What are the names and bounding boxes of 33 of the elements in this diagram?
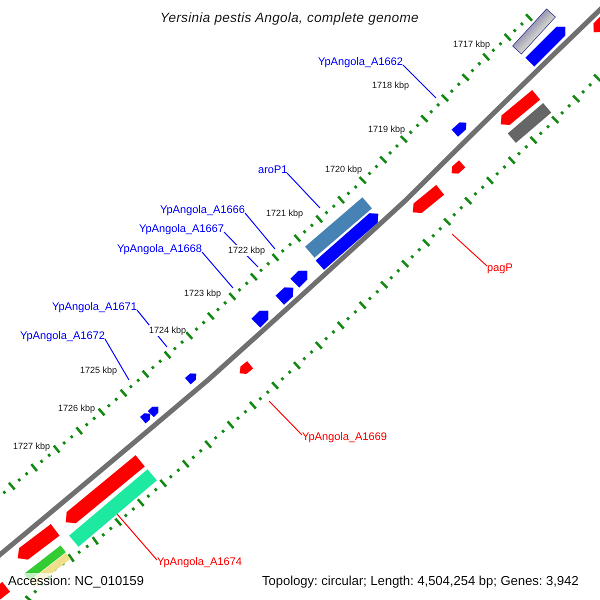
- tick-label: 1727 kbp: [13, 441, 50, 452]
- gene-label: YpAngola_A1671: [52, 301, 137, 313]
- gene-label: YpAngola_A1668: [117, 243, 202, 255]
- leader-line: [244, 212, 276, 250]
- leader-line: [402, 64, 436, 98]
- leader-line: [268, 400, 302, 436]
- tick-label: 1717 kbp: [453, 39, 490, 50]
- tick-label: 1725 kbp: [80, 365, 118, 376]
- gene-label: YpAngola_A1662: [318, 56, 403, 68]
- tick-label: 1724 kbp: [149, 325, 186, 336]
- tick-label: 1721 kbp: [266, 208, 304, 219]
- leader-line: [116, 514, 158, 560]
- tick-label: 1719 kbp: [368, 124, 406, 135]
- gene-label: YpAngola_A1666: [160, 204, 245, 216]
- title: Yersinia pestis Angola, complete genome: [160, 9, 419, 26]
- tick-label: 1722 kbp: [228, 245, 266, 256]
- gene-label: YpAngola_A1672: [20, 330, 105, 342]
- leader-line: [452, 234, 488, 266]
- gene-label: aroP1: [258, 164, 288, 176]
- gene-label: YpAngola_A1674: [157, 556, 242, 568]
- leader-line: [202, 252, 234, 288]
- tick-label: 1723 kbp: [184, 288, 222, 299]
- gene-label: pagP: [487, 262, 513, 274]
- leader-line: [286, 172, 320, 208]
- tick-label: 1718 kbp: [372, 80, 410, 91]
- gene-label: YpAngola_A1667: [139, 223, 224, 235]
- gene-bar: [69, 469, 157, 547]
- tick-label: 1726 kbp: [58, 403, 96, 414]
- tick-label: 1720 kbp: [325, 164, 362, 175]
- genome-stats-text: Topology: circular; Length: 4,504,254 bp; Genes: 3,942: [262, 573, 579, 589]
- gene-label: YpAngola_A1669: [302, 431, 387, 443]
- accession-text: Accession: NC_010159: [8, 573, 144, 589]
- leader-line: [104, 338, 130, 380]
